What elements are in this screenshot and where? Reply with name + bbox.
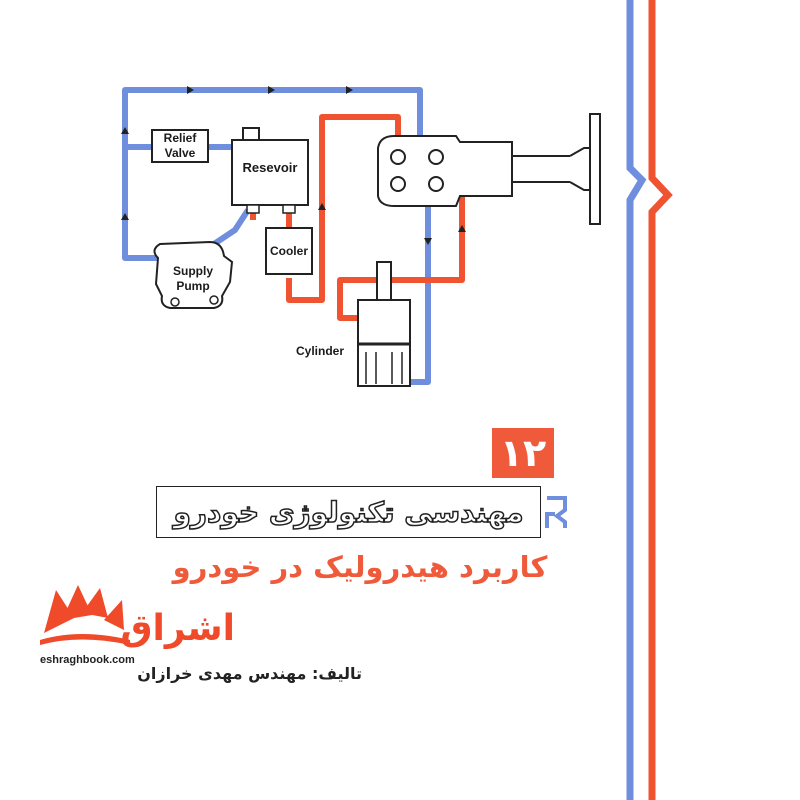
volume-number-badge: ۱۲ bbox=[492, 428, 554, 478]
watermark-url: eshraghbook.com bbox=[40, 654, 135, 666]
relief-valve-label: Relief Valve bbox=[152, 131, 208, 161]
cylinder-rod bbox=[376, 261, 392, 301]
side-stripes bbox=[626, 0, 673, 800]
reservoir-cap bbox=[242, 127, 260, 141]
blue-stripe bbox=[626, 0, 647, 800]
flow-arrow bbox=[346, 86, 353, 94]
series-title: مهندسی تکنولوژی خودرو bbox=[156, 486, 541, 538]
watermark-book-logo bbox=[40, 585, 130, 645]
supply-pump-label-line1: Supply bbox=[172, 264, 213, 278]
flow-arrow bbox=[268, 86, 275, 94]
motor-shaft-taper bbox=[569, 147, 591, 191]
supply-pump-body bbox=[153, 240, 234, 309]
flow-arrow bbox=[121, 127, 129, 134]
cooler-box bbox=[265, 227, 313, 275]
reservoir-box bbox=[231, 139, 309, 206]
relief-valve-box bbox=[151, 129, 209, 163]
flow-arrow bbox=[318, 203, 326, 210]
pump-bolt bbox=[209, 295, 219, 305]
reservoir-fitting bbox=[282, 204, 296, 214]
motor-port bbox=[428, 176, 444, 192]
relief-valve-label-line1: Relief bbox=[163, 131, 197, 145]
flow-arrow bbox=[458, 225, 466, 232]
supply-pump-label-line2: Pump bbox=[176, 279, 210, 293]
motor-flange bbox=[589, 113, 601, 225]
book-title: کاربرد هیدرولیک در خودرو bbox=[172, 550, 548, 584]
flow-arrow bbox=[187, 86, 194, 94]
supply-pump-label: Supply Pump bbox=[160, 264, 226, 294]
publisher-logo-icon bbox=[545, 496, 567, 528]
author-credit: تالیف: مهندس مهدی خرازان bbox=[137, 664, 362, 683]
motor-port bbox=[390, 176, 406, 192]
flow-arrow bbox=[424, 238, 432, 245]
relief-valve-label-line2: Valve bbox=[164, 146, 196, 160]
cooler-label: Cooler bbox=[269, 244, 308, 258]
pump-bolt bbox=[170, 297, 180, 307]
reservoir-fitting bbox=[246, 204, 260, 214]
motor-port bbox=[390, 149, 406, 165]
blue-line-top-loop bbox=[122, 87, 423, 261]
hydraulic-diagram bbox=[121, 86, 601, 387]
red-stripe bbox=[648, 0, 673, 800]
reservoir-label: Resevoir bbox=[242, 160, 298, 175]
blue-line-motor-return bbox=[410, 190, 431, 385]
cylinder-label: Cylinder bbox=[296, 344, 345, 358]
watermark-brand: اشراق bbox=[120, 608, 235, 649]
hydraulic-motor bbox=[377, 135, 513, 207]
motor-port bbox=[428, 149, 444, 165]
flow-arrow bbox=[121, 213, 129, 220]
